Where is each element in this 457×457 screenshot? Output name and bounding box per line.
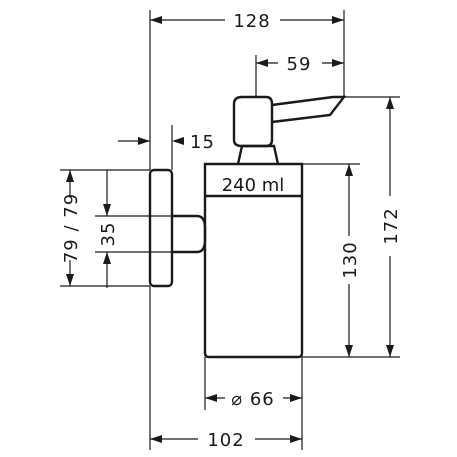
dim-bottle-height-label: 130 <box>340 241 361 278</box>
dim-mount-hole-spacing-label: 35 <box>98 222 119 247</box>
dim-pump-offset: 59 <box>256 54 344 75</box>
dim-bottle-height: 130 <box>340 164 361 357</box>
dim-total-height: 172 <box>381 97 402 357</box>
dim-mount-hole-spacing: 35 <box>98 170 119 288</box>
wall-plate <box>148 168 174 288</box>
mounting-arm <box>172 214 207 254</box>
extension-lines <box>60 10 400 450</box>
dim-diameter: ⌀ 66 <box>205 389 302 410</box>
dim-bottom-depth-label: 102 <box>207 430 244 451</box>
dim-diameter-label: ⌀ 66 <box>231 389 274 410</box>
dim-overall-depth-label: 128 <box>233 11 270 32</box>
dim-plate-thickness: 15 <box>118 132 215 153</box>
dim-pump-offset-label: 59 <box>287 54 312 75</box>
dim-plate-thickness-label: 15 <box>190 132 215 153</box>
dim-mount-height-label: 79 / 79 <box>61 193 82 263</box>
capacity-label: 240 ml <box>222 175 285 196</box>
pump-head <box>232 95 347 165</box>
dim-mount-height: 79 / 79 <box>61 170 82 286</box>
dim-bottom-depth: 102 <box>150 430 302 451</box>
dim-total-height-label: 172 <box>381 207 402 244</box>
bottle-body: 240 ml <box>203 162 304 359</box>
dim-overall-depth: 128 <box>150 11 344 32</box>
